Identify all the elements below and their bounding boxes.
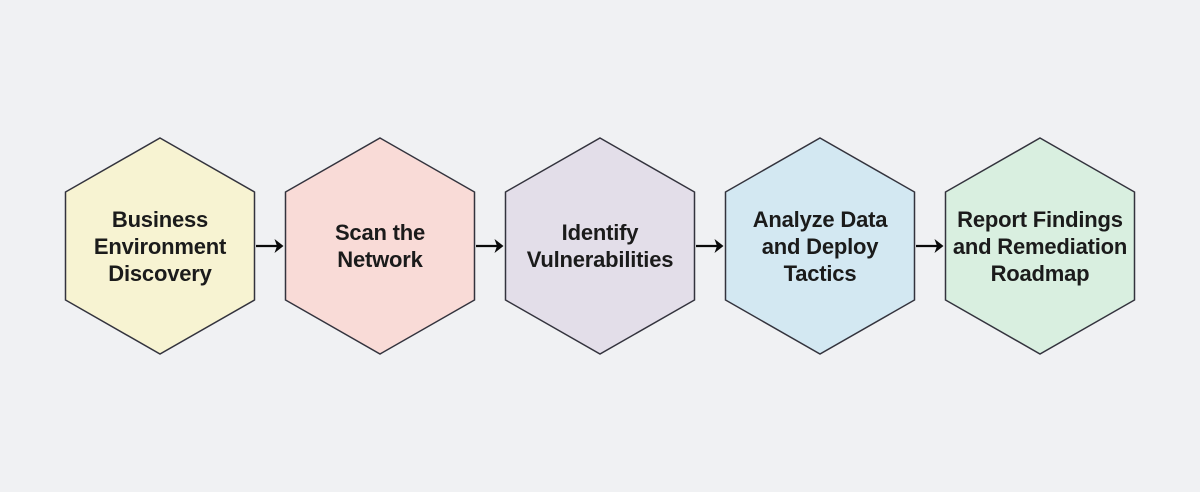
right-arrow-icon	[256, 239, 284, 253]
node-label: Identify Vulnerabilities	[526, 220, 674, 272]
hexagon-fill	[284, 137, 476, 355]
hexagon-fill	[944, 137, 1136, 355]
hexagon-shape	[284, 137, 476, 355]
node-label: Analyze Data and Deploy Tactics	[752, 206, 888, 286]
flow-node-analyze-data-and-deploy-tactics: Analyze Data and Deploy Tactics	[724, 137, 916, 355]
flow-node-scan-the-network: Scan the Network	[284, 137, 476, 355]
node-label: Report Findings and Remediation Roadmap	[952, 206, 1128, 286]
flow-arrow	[916, 137, 944, 355]
hexagon-fill	[724, 137, 916, 355]
flow-arrow	[256, 137, 284, 355]
hexagon-shape	[504, 137, 696, 355]
hexagon-fill	[504, 137, 696, 355]
hexagon-shape	[64, 137, 256, 355]
flow-node-report-findings-and-remediation-roadmap: Report Findings and Remediation Roadmap	[944, 137, 1136, 355]
hexagon-fill	[64, 137, 256, 355]
right-arrow-icon	[696, 239, 724, 253]
node-label: Scan the Network	[334, 220, 426, 272]
right-arrow-icon	[476, 239, 504, 253]
flow-node-identify-vulnerabilities: Identify Vulnerabilities	[504, 137, 696, 355]
process-flow: Business Environment Discovery Scan the …	[64, 137, 1136, 355]
flow-arrow	[696, 137, 724, 355]
node-label: Business Environment Discovery	[93, 206, 227, 286]
flow-arrow	[476, 137, 504, 355]
right-arrow-icon	[916, 239, 944, 253]
hexagon-shape	[724, 137, 916, 355]
hexagon-shape	[944, 137, 1136, 355]
flow-node-business-environment-discovery: Business Environment Discovery	[64, 137, 256, 355]
